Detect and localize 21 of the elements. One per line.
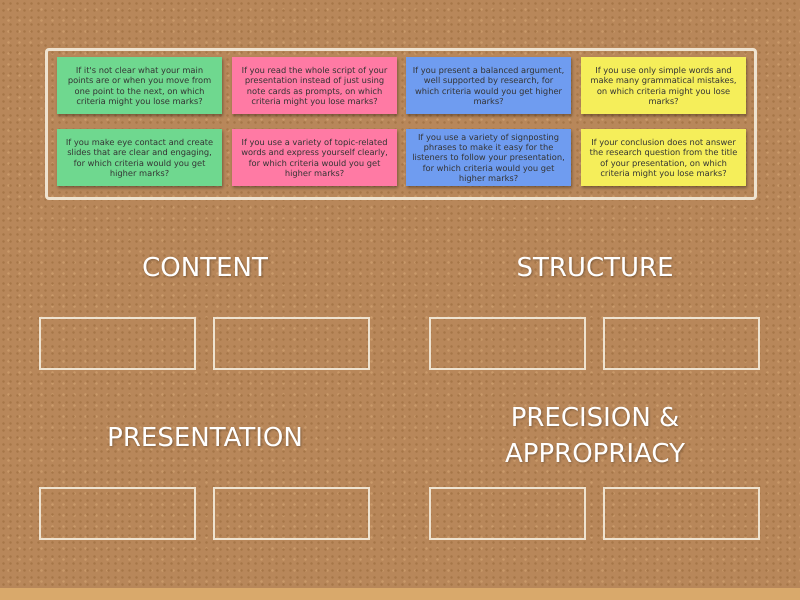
drop-zone xyxy=(429,487,586,540)
category-heading: PRESENTATION xyxy=(106,422,304,455)
drop-zone xyxy=(429,317,586,370)
drop-zone xyxy=(603,487,760,540)
sticky-note: If you use a variety of signposting phrases to make it easy for the listeners to follow your presentation, for which criteria would you get higher marks? xyxy=(406,129,571,186)
sticky-note: If you use only simple words and make many grammatical mistakes, on which criteria might you lose marks? xyxy=(581,57,746,114)
sticky-note: If your conclusion does not answer the research question from the title of your presentation, on which criteria might you lose marks? xyxy=(581,129,746,186)
sticky-note: If you read the whole script of your presentation instead of just using note cards as prompts, on which criteria might you lose marks? xyxy=(232,57,397,114)
drop-zone xyxy=(213,317,370,370)
sticky-note: If you make eye contact and create slides that are clear and engaging, for which criteria would you get higher marks? xyxy=(57,129,222,186)
drop-zone xyxy=(39,487,196,540)
drop-zone xyxy=(39,317,196,370)
category-heading: STRUCTURE xyxy=(515,252,675,285)
category-heading: CONTENT xyxy=(141,252,269,285)
category-heading: PRECISION & APPROPRIACY xyxy=(504,402,686,472)
sticky-note: If you use a variety of topic-related words and express yourself clearly, for which criteria would you get higher marks? xyxy=(232,129,397,186)
card-tray xyxy=(45,48,757,200)
drop-zone xyxy=(213,487,370,540)
sticky-note: If you present a balanced argument, well supported by research, for which criteria would you get higher marks? xyxy=(406,57,571,114)
sticky-note: If it's not clear what your main points are or when you move from one point to the next, on which criteria might you lose marks? xyxy=(57,57,222,114)
drop-zone xyxy=(603,317,760,370)
